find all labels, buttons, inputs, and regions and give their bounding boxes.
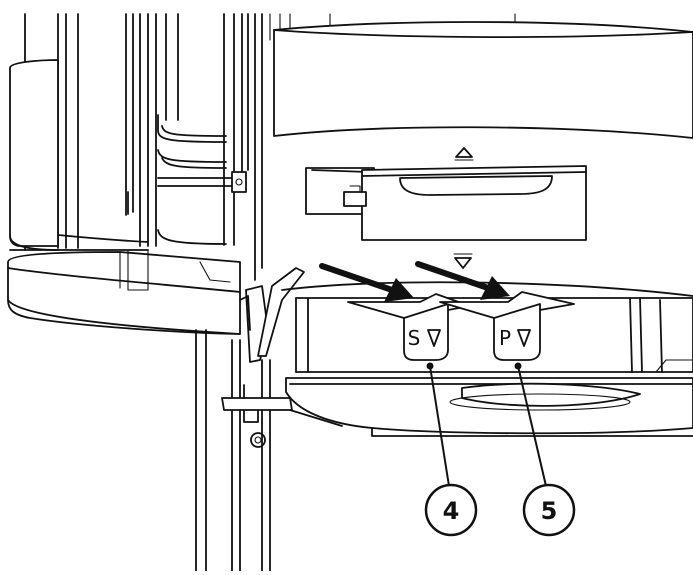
left-tab bbox=[403, 303, 449, 361]
arrow-head-right-icon bbox=[480, 276, 510, 300]
pointer-arrows bbox=[319, 261, 510, 302]
callout-4: 4 bbox=[424, 483, 478, 537]
hinge-arm bbox=[221, 267, 343, 427]
right-tab-label: P bbox=[499, 326, 511, 350]
door-handle bbox=[127, 114, 247, 291]
right-tab bbox=[493, 303, 541, 361]
down-arrow-marker-icon bbox=[454, 257, 472, 269]
arrow-to-left-tab bbox=[319, 263, 395, 293]
drawer-cassette bbox=[305, 165, 587, 241]
left-bin bbox=[7, 59, 241, 335]
left-tab-label: S bbox=[408, 326, 421, 350]
lower-post bbox=[195, 329, 271, 572]
arrow-head-left-icon bbox=[384, 278, 414, 302]
callout-leaders bbox=[426, 362, 547, 487]
callout-4-number: 4 bbox=[443, 497, 460, 525]
callout-5-number: 5 bbox=[541, 497, 558, 525]
door-frame bbox=[24, 13, 291, 281]
right-tab-triangle-icon bbox=[517, 329, 531, 347]
left-tab-flange bbox=[347, 293, 471, 319]
right-tab-flange bbox=[439, 291, 575, 319]
up-arrow-marker-icon bbox=[455, 147, 473, 158]
upper-cover bbox=[273, 13, 693, 139]
adjustment-tabs: S P bbox=[347, 291, 575, 361]
left-tab-triangle-icon bbox=[427, 329, 441, 347]
callout-5: 5 bbox=[522, 483, 576, 537]
arrow-to-right-tab bbox=[415, 261, 491, 291]
